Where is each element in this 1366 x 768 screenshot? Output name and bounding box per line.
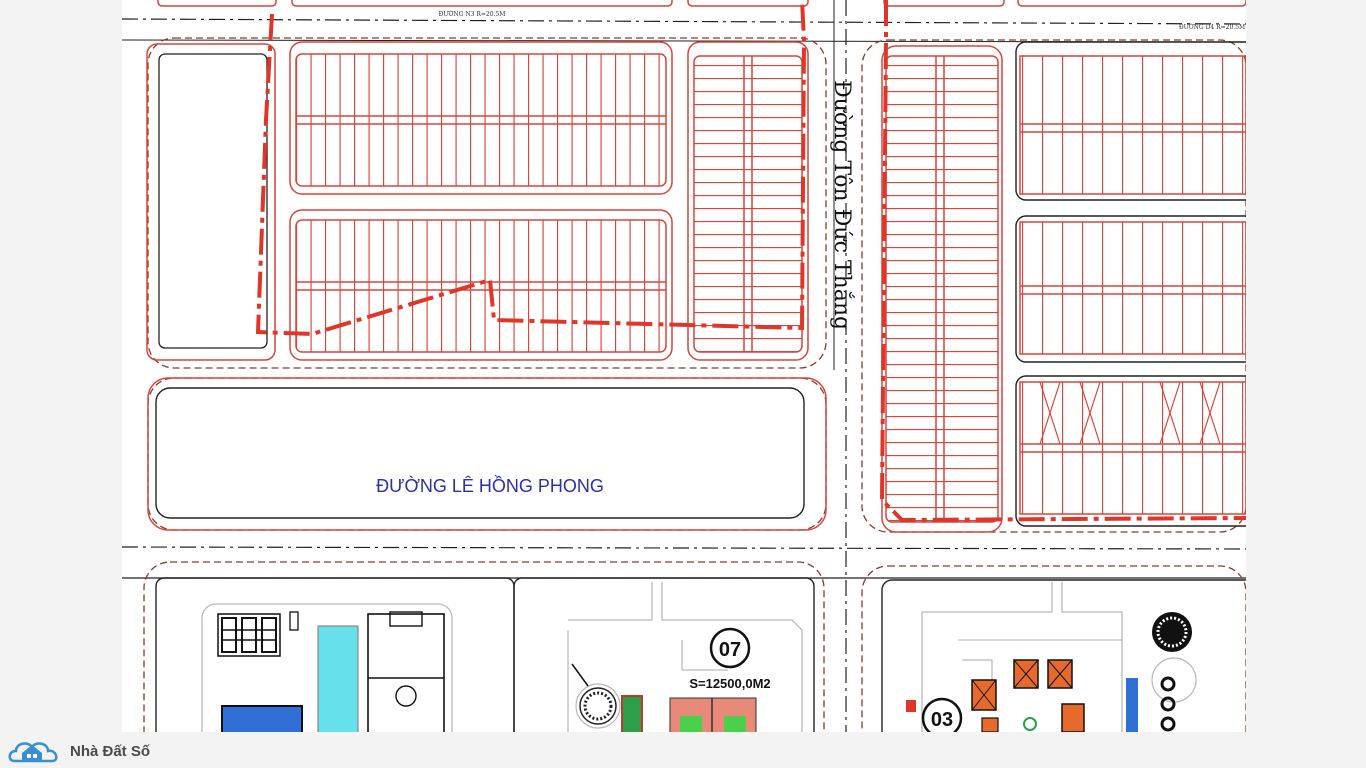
block-boundaries	[143, 37, 1246, 732]
lot-03-number: 03	[931, 709, 953, 731]
football-field-icon	[367, 611, 445, 732]
chain-path-icon	[1160, 676, 1176, 732]
building-icon	[1061, 703, 1085, 732]
lot-07-block: 07 S=12500,0M2	[513, 577, 815, 732]
center-plot-blocks	[289, 41, 809, 361]
brand-name: Nhà Đất Số	[70, 742, 151, 760]
road-top-right-label: ĐƯỜNG D4 R=20.5M	[1179, 23, 1245, 31]
lot-03-marker	[921, 697, 963, 732]
fountain-icon	[579, 687, 617, 725]
map-viewer[interactable]: 07 S=12500,0M2 03 ĐƯỜNG N3 R=20.5M ĐƯỜNG…	[122, 0, 1246, 732]
lot-07-area: S=12500,0M2	[689, 676, 770, 691]
le-hong-phong-block	[147, 377, 827, 531]
pool-icon	[221, 705, 303, 732]
gear-plaza-icon	[1152, 612, 1192, 652]
planning-map: 07 S=12500,0M2 03 ĐƯỜNG N3 R=20.5M ĐƯỜNG…	[122, 0, 1246, 732]
sports-facility-block	[155, 577, 515, 732]
top-strip-plots	[157, 0, 1246, 7]
road-le-hong-phong-label: ĐƯỜNG LÊ HỒNG PHONG	[376, 475, 604, 496]
green-kiosk-icon	[621, 695, 643, 732]
lot-03-block: 03	[881, 579, 1246, 732]
blue-block-icon	[1126, 678, 1138, 732]
project-boundary	[255, 0, 1246, 523]
road-n3-label: ĐƯỜNG N3 R=20.5M	[439, 10, 506, 18]
building-grid-icon	[217, 613, 281, 657]
lap-pool-icon	[317, 625, 359, 732]
lot-07-number: 07	[719, 639, 741, 661]
lot-07-marker	[709, 627, 751, 669]
road-vertical-label: Đường Tôn Đức Thắng	[829, 80, 855, 330]
house-cloud-icon	[8, 742, 58, 763]
left-open-block	[146, 43, 276, 361]
brand-logo[interactable]: Nhà Đất Số	[8, 734, 150, 768]
right-plot-blocks	[881, 41, 1246, 533]
